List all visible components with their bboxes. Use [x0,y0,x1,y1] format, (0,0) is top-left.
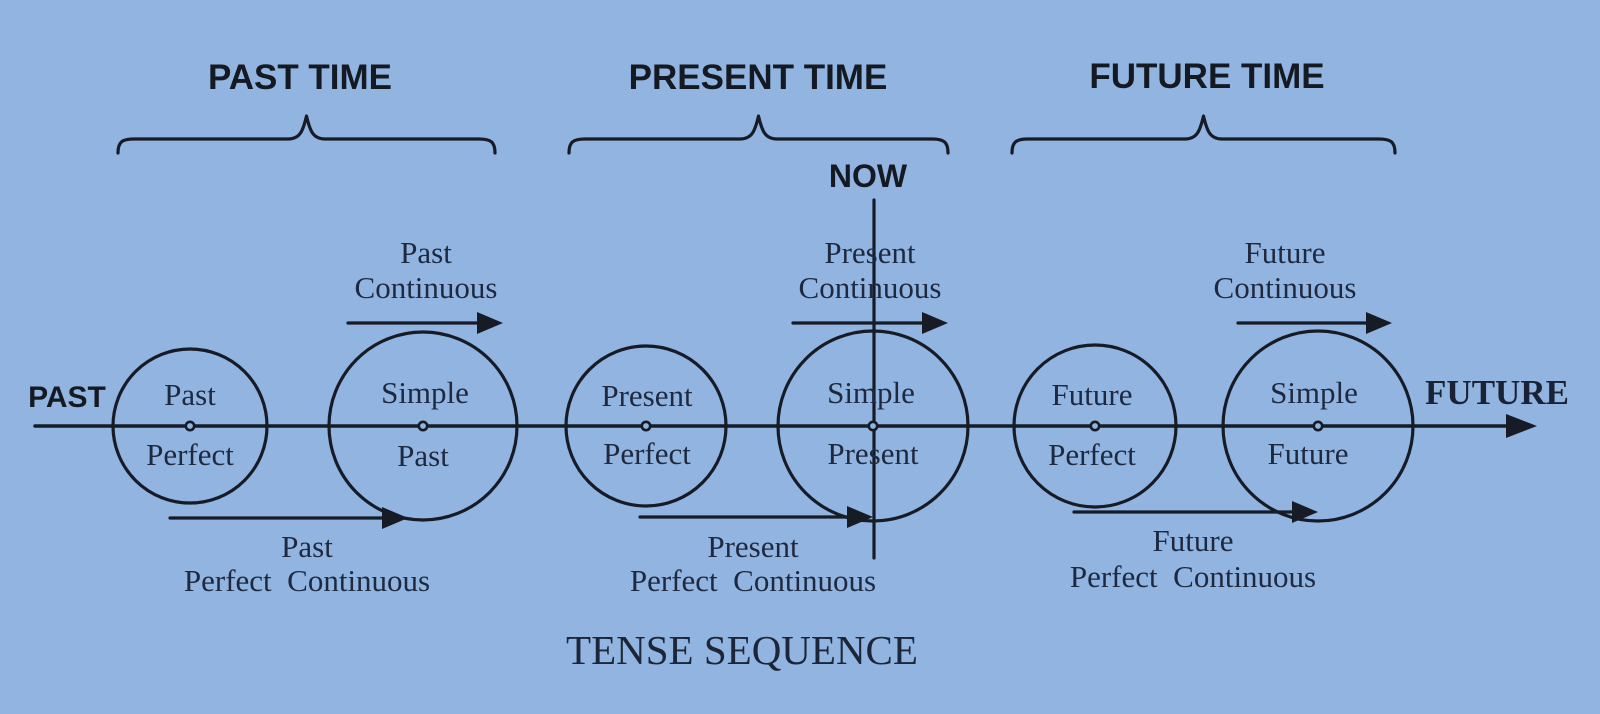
simple-past-circle [327,330,519,522]
future-continuous-label-line1: Future [1245,235,1326,270]
future-perfect-center-dot [1089,420,1101,432]
past-time-brace [116,114,497,155]
future-continuous-arrow [1236,312,1392,334]
past-time-heading: PAST TIME [208,58,392,97]
future-perfect-label-line1: Future [1052,377,1133,412]
present-time-brace [567,114,950,155]
present-perfect-label-line2: Perfect [603,436,691,471]
present-continuous-label-line1: Present [824,235,916,270]
future-time-heading: FUTURE TIME [1089,57,1324,96]
timeline-arrowhead [1506,414,1537,438]
past-continuous-label-line1: Past [400,235,452,270]
simple-future-label-line2: Future [1268,436,1349,471]
present-perfect-center-dot [640,420,652,432]
future-perfect-continuous-label-line1: Future [1153,523,1234,558]
past-continuous-label-line2: Continuous [355,270,498,305]
present-perfect-continuous-label-line2: Perfect Continuous [630,563,876,598]
simple-past-label-line2: Past [397,438,449,473]
future-perfect-label-line2: Perfect [1048,437,1136,472]
past-perfect-continuous-label-line1: Past [281,529,333,564]
future-continuous-label-line2: Continuous [1214,270,1357,305]
past-perfect-continuous-label-line2: Perfect Continuous [184,563,430,598]
present-continuous-label-line2: Continuous [799,270,942,305]
present-perfect-circle [564,344,728,508]
future-perfect-continuous-arrow [1072,501,1318,523]
past-perfect-center-dot [184,420,196,432]
present-continuous-arrow [791,312,948,334]
past-perfect-label-line1: Past [164,377,216,412]
now-label: NOW [829,158,908,194]
past-perfect-label-line2: Perfect [146,437,234,472]
caption: TENSE SEQUENCE [566,627,918,673]
simple-past-center-dot [417,420,429,432]
future-time-brace [1010,114,1397,155]
simple-present-circle [776,329,970,523]
simple-future-circle [1221,329,1415,523]
simple-future-label-line1: Simple [1270,375,1358,410]
simple-present-label-line2: Present [827,436,919,471]
simple-present-label-line1: Simple [827,375,915,410]
simple-future-center-dot [1312,420,1324,432]
present-perfect-label-line1: Present [601,378,693,413]
past-axis-label: PAST [28,381,106,414]
future-perfect-circle [1012,343,1178,509]
simple-present-center-dot [867,420,879,432]
present-perfect-continuous-arrow [638,506,873,528]
present-perfect-continuous-label-line1: Present [707,529,799,564]
past-perfect-continuous-arrow [168,507,408,529]
present-time-heading: PRESENT TIME [629,58,888,97]
past-continuous-arrow [346,312,503,334]
future-perfect-continuous-label-line2: Perfect Continuous [1070,559,1316,594]
future-axis-label: FUTURE [1425,373,1569,412]
past-perfect-circle [111,347,269,505]
simple-past-label-line1: Simple [381,375,469,410]
